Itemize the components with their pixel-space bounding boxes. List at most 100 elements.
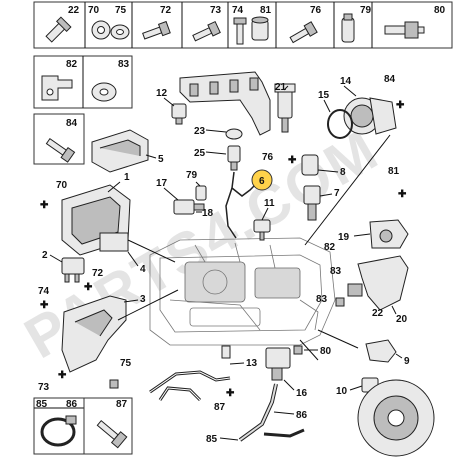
cross-84-right: ✚ xyxy=(396,100,405,111)
bolt-76-icon xyxy=(289,21,318,44)
callout-85: 85 xyxy=(206,434,218,445)
callout-75: 75 xyxy=(120,358,132,369)
header-num-84: 84 xyxy=(66,118,78,129)
pressure-sensor-part-25 xyxy=(227,145,241,171)
callout-13: 13 xyxy=(246,358,258,369)
cross-76: ✚ xyxy=(288,155,297,166)
callout-76: 76 xyxy=(262,152,274,163)
callout-8: 8 xyxy=(340,167,346,178)
callout-1: 1 xyxy=(124,172,130,183)
header-num-73: 73 xyxy=(210,5,222,16)
cross-87: ✚ xyxy=(226,388,235,399)
fitting-part-13 xyxy=(221,345,231,359)
bolt-73-icon xyxy=(192,20,221,42)
pipe-part-13 xyxy=(149,370,231,402)
callout-81-right: 81 xyxy=(388,166,400,177)
sensor-part-19 xyxy=(369,219,409,249)
callout-74: 74 xyxy=(38,286,50,297)
callout-5: 5 xyxy=(158,154,164,165)
callout-84-right: 84 xyxy=(384,74,396,85)
washer-70-icon xyxy=(91,20,111,40)
callout-20: 20 xyxy=(396,314,408,325)
seal-part-23 xyxy=(225,128,243,140)
header-num-86: 86 xyxy=(66,399,78,410)
bolt-84-icon xyxy=(45,137,76,163)
cover-part-5 xyxy=(91,129,149,173)
screw-72-icon xyxy=(142,20,171,40)
header-num-70: 70 xyxy=(88,5,100,16)
cross-70: ✚ xyxy=(40,200,49,211)
airflow-meter-part-14 xyxy=(343,97,397,135)
callout-3: 3 xyxy=(140,294,146,305)
bolt-22-icon xyxy=(45,16,72,43)
callout-79: 79 xyxy=(186,170,198,181)
callout-72: 72 xyxy=(92,268,104,279)
header-num-72: 72 xyxy=(160,5,172,16)
sensor-part-16 xyxy=(265,347,291,381)
callout-10: 10 xyxy=(336,386,348,397)
cross-73: ✚ xyxy=(58,370,67,381)
callout-22: 22 xyxy=(372,308,384,319)
callout-70: 70 xyxy=(56,180,68,191)
header-num-87: 87 xyxy=(116,399,128,410)
header-num-81: 81 xyxy=(260,5,272,16)
callout-86: 86 xyxy=(296,410,308,421)
callout-25: 25 xyxy=(194,148,206,159)
callout-18: 18 xyxy=(202,208,214,219)
ecu-part-1 xyxy=(61,184,131,256)
callout-11: 11 xyxy=(264,198,275,209)
plug-80-icon xyxy=(384,21,425,39)
bracket-part-20 xyxy=(347,255,409,311)
bracket-82-icon xyxy=(41,75,73,101)
cross-81-right: ✚ xyxy=(398,189,407,200)
plug-80-marker xyxy=(293,345,303,355)
washer-83-icon xyxy=(91,82,117,102)
washer-83-marker xyxy=(335,297,345,307)
bush-81-icon xyxy=(251,16,269,41)
header-num-79: 79 xyxy=(360,5,372,16)
sensor-part-12 xyxy=(171,103,187,125)
left-parts-column: 82 83 84 xyxy=(33,55,133,165)
header-num-85: 85 xyxy=(36,399,48,410)
header-num-76: 76 xyxy=(310,5,322,16)
relay-part-2 xyxy=(61,257,85,283)
bracket-part-3 xyxy=(61,295,127,373)
harness-part-6 xyxy=(225,171,257,239)
sensor-part-7 xyxy=(303,185,321,221)
callout-4: 4 xyxy=(140,264,146,275)
sensor-part-17 xyxy=(173,199,205,215)
header-num-80: 80 xyxy=(434,5,446,16)
callout-73: 73 xyxy=(38,382,50,393)
cross-74: ✚ xyxy=(40,300,49,311)
clamp-85-icon xyxy=(40,415,77,447)
stud-74-icon xyxy=(233,17,247,45)
callout-2: 2 xyxy=(42,250,48,261)
bracket-part-9 xyxy=(365,339,397,363)
hose-part-86 xyxy=(238,383,305,442)
header-num-75: 75 xyxy=(115,5,127,16)
engine-bay-illustration xyxy=(149,237,336,346)
cross-72: ✚ xyxy=(84,282,93,293)
header-num-74: 74 xyxy=(232,5,244,16)
bottom-parts-boxes: 85 86 87 xyxy=(33,397,133,455)
o-ring-part-15 xyxy=(327,109,353,139)
callout-6: 6 xyxy=(259,176,265,187)
callout-7: 7 xyxy=(334,188,340,199)
callout-6-highlight xyxy=(251,169,273,191)
callout-9: 9 xyxy=(404,356,410,367)
callout-21: 21 xyxy=(275,82,287,93)
callout-80: 80 xyxy=(320,346,332,357)
header-num-82: 82 xyxy=(66,59,78,70)
callout-12: 12 xyxy=(156,88,168,99)
cap-part-8 xyxy=(301,154,319,176)
header-num-83: 83 xyxy=(118,59,130,70)
flywheel-icon xyxy=(357,379,435,457)
callout-17: 17 xyxy=(156,178,168,189)
header-row: 22 70 75 72 73 74 xyxy=(33,1,453,49)
washer-75-icon xyxy=(110,24,130,40)
callout-83-right: 83 xyxy=(330,266,342,277)
screw-87-icon xyxy=(96,419,128,449)
callout-14: 14 xyxy=(340,76,352,87)
temp-sensor-part-11 xyxy=(253,219,271,241)
